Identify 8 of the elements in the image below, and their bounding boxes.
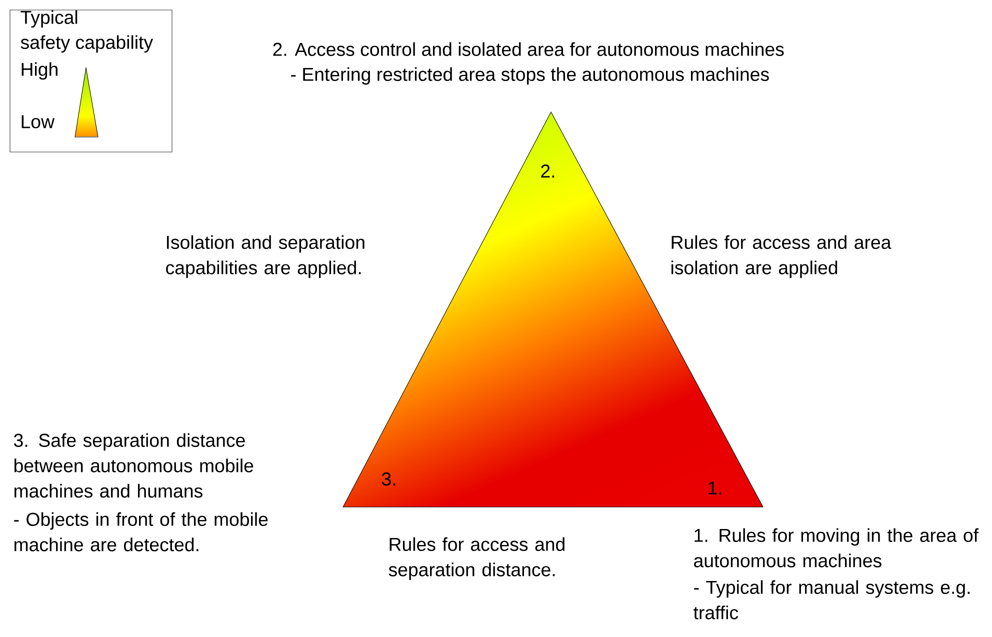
note-text: 3. Safe separation distance between autonomous mobile machines and humans	[14, 433, 254, 498]
legend-box: Typical safety capability High Low	[10, 10, 172, 152]
note-text: - Objects in front of the mobile machine are detected.	[14, 512, 268, 552]
note-text: 1. Rules for moving in the area of autonomous machines	[694, 528, 979, 568]
note-text: 2. Access control and isolated area for autonomous machines	[273, 42, 784, 56]
note-text: Rules for access and separation distance.	[388, 537, 564, 580]
note-text: - Typical for manual systems e.g. traffic	[694, 580, 970, 620]
note-text: - Entering restricted area stops the autonomous machines	[291, 67, 769, 85]
